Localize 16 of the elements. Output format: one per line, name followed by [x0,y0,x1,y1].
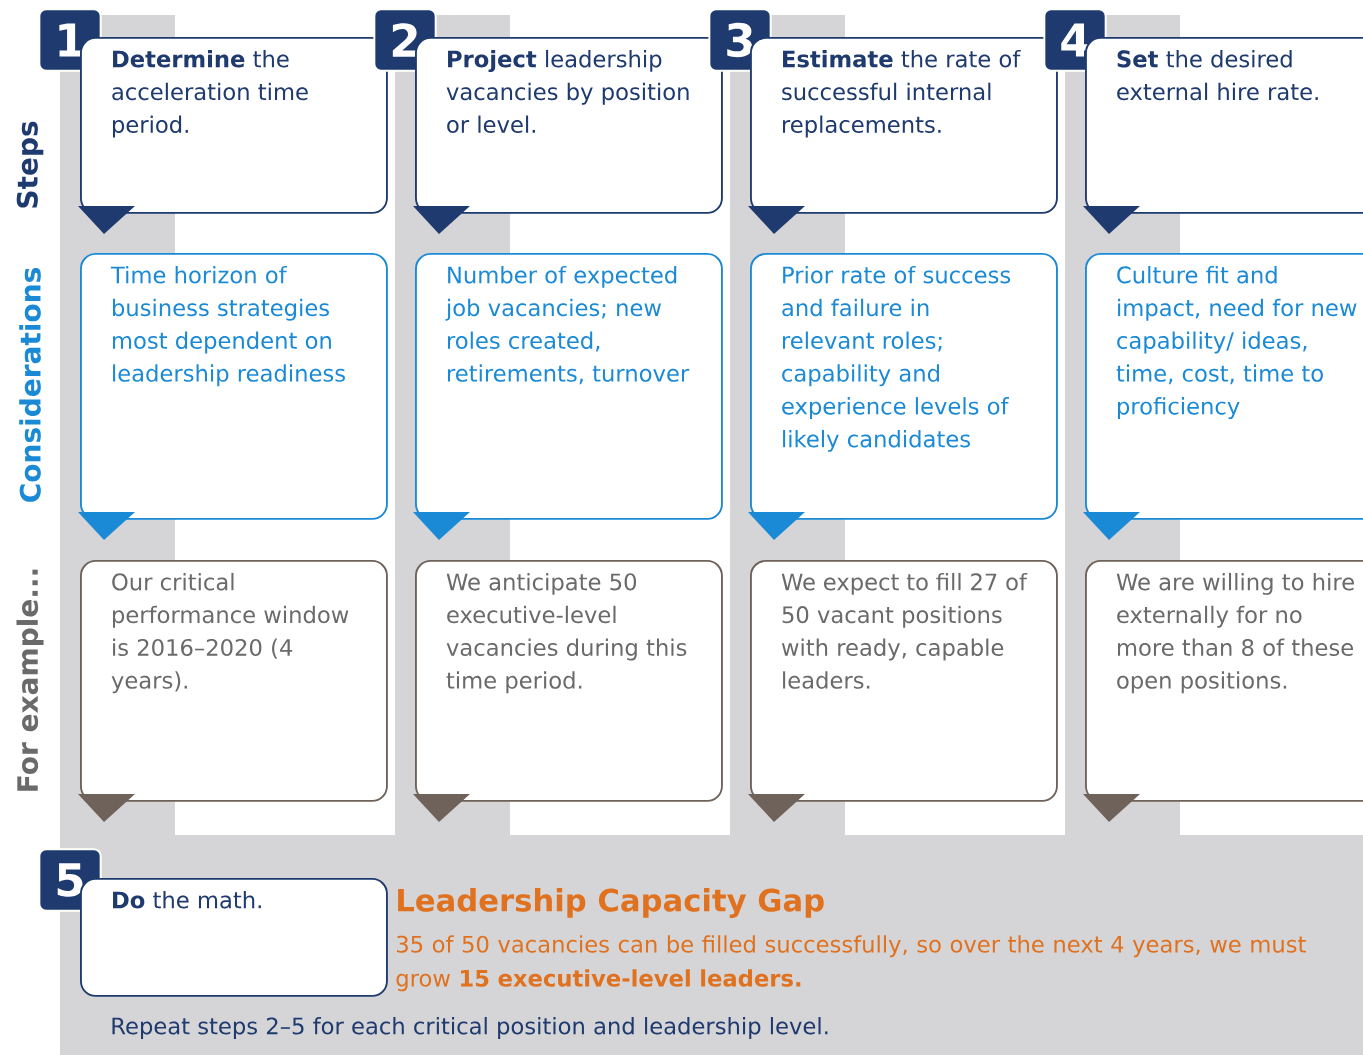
row-label: For example... [16,569,44,791]
consideration-box: Number of expected job vacancies; new roles created, retirements, turnover [413,253,723,540]
example-box: We anticipate 50 executive-level vacancies during this time period. [413,560,723,822]
note-text: Repeat steps 2–5 for each critical position and leadership level. [112,1017,828,1039]
heading: Leadership Capacity Gap [398,888,824,918]
row-label: Considerations [19,268,41,502]
example-box: We are willing to hire externally for no more than 8 of these open positions. [1083,560,1363,822]
consideration-box: Prior rate of success and failure in relevant roles; capability and experience levels of likely candidates [748,253,1058,540]
node-label: Set the desired external hire rate. [1117,49,1318,101]
node-label: Culture fit and impact, need for new capability/ ideas, time, cost, time to proficiency [1116,265,1357,420]
consideration-box: Time horizon of business strategies most dependent on leadership readiness [78,253,388,540]
consideration-box: Culture fit and impact, need for new capability/ ideas, time, cost, time to proficiency [1083,253,1363,540]
node-label: We are willing to hire externally for no more than 8 of these open positions. [1116,572,1354,694]
example-box: Our critical performance window is 2016–2020 (4 years). [78,560,388,822]
example-box: We expect to fill 27 of 50 vacant positions with ready, capable leaders. [748,560,1058,822]
row-label: Steps [16,121,44,208]
